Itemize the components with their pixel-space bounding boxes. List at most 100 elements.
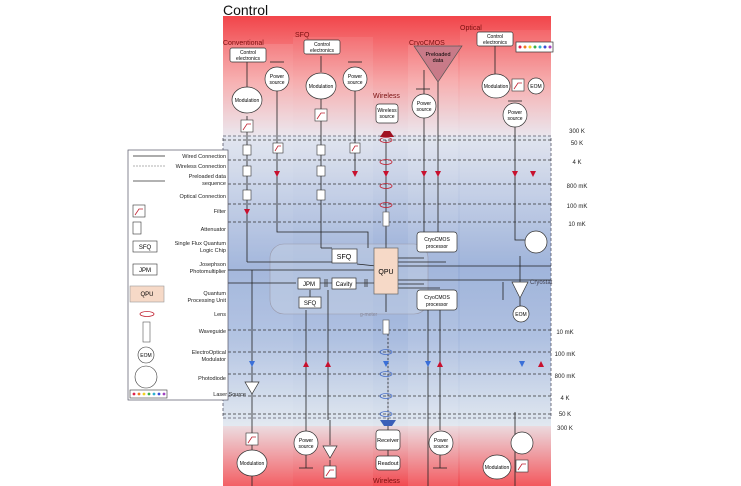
control-electronics-conventional: Control electronics <box>229 47 267 63</box>
arrow-down-icon <box>519 361 525 367</box>
temperature-label: 50 K <box>571 141 583 147</box>
attenuator-icon <box>316 189 326 201</box>
laser-dot <box>137 392 141 396</box>
label-conventional: Conventional <box>223 40 264 47</box>
modulation-bottom-optical: Modulation <box>482 454 512 480</box>
filter-icon <box>314 108 328 122</box>
lens-icon <box>379 371 393 377</box>
qpu-legend-box <box>129 285 165 303</box>
legend-label: Photomultiplier <box>190 269 227 275</box>
svg-text:Control: Control <box>314 42 330 48</box>
svg-text:electronics: electronics <box>310 48 334 54</box>
lens-icon <box>139 311 155 317</box>
svg-text:Power: Power <box>299 438 314 444</box>
filter-icon <box>240 119 254 133</box>
filter-icon <box>515 459 529 473</box>
arrow-down-icon <box>383 361 389 367</box>
temperature-label: 4 K <box>560 396 569 402</box>
svg-text:source: source <box>347 80 362 86</box>
eom-icon <box>137 346 155 364</box>
attenuator-icon <box>242 165 252 177</box>
attenuator-icon <box>242 189 252 201</box>
readout: Readout <box>375 455 401 471</box>
photodiode-triangle-sfq <box>322 445 338 459</box>
photodiode-triangle-optical <box>511 281 529 299</box>
waveguide-icon <box>142 321 151 343</box>
arrow-down-icon <box>244 209 250 215</box>
svg-text:Power: Power <box>270 74 285 80</box>
svg-text:Modulation: Modulation <box>309 84 334 90</box>
svg-text:Power: Power <box>417 101 432 107</box>
jpm: JPM <box>297 277 321 290</box>
svg-text:Modulation: Modulation <box>240 461 265 467</box>
modulation-conventional: Modulation <box>231 86 263 114</box>
laser-dot <box>528 45 532 49</box>
temperature-label: 300 K <box>557 426 573 432</box>
temperature-label: 800 mK <box>555 374 576 380</box>
modulation-bottom: Modulation <box>236 449 268 477</box>
svg-text:CryoCMOS: CryoCMOS <box>424 237 450 243</box>
sfq-chip-lower: SFQ <box>298 296 322 309</box>
temperature-label: 800 mK <box>567 184 588 190</box>
arrow-down-icon <box>435 171 441 177</box>
arrow-down-icon <box>274 171 280 177</box>
filter-icon <box>349 142 361 154</box>
legend-label: Optical Connection <box>180 194 226 200</box>
lens-icon <box>379 393 393 399</box>
label-sfq: SFQ <box>295 32 310 39</box>
svg-text:Cavity: Cavity <box>336 282 353 288</box>
arrow-up-icon <box>303 361 309 367</box>
eom-optical-top: EOM <box>527 77 545 95</box>
eom-optical-bottom: EOM <box>512 305 530 323</box>
temperature-label: 10 mK <box>556 330 573 336</box>
svg-text:processor: processor <box>426 302 448 308</box>
svg-text:Control: Control <box>487 34 503 40</box>
temperature-label: 10 mK <box>568 222 585 228</box>
photodiode-bottom-optical <box>510 431 534 455</box>
filter-icon <box>132 204 146 218</box>
jpm-legend-text: JPM <box>139 268 151 274</box>
legend-label: Attenuator <box>201 227 227 233</box>
laser-dot <box>518 45 522 49</box>
temperature-label: 300 K <box>569 129 585 135</box>
svg-text:SFQ: SFQ <box>304 301 317 307</box>
temperature-label: 50 K <box>559 412 571 418</box>
sfq-chip: SFQ <box>331 248 358 264</box>
label-optical: Optical <box>460 25 482 32</box>
legend-label: Wired Connection <box>182 154 226 160</box>
legend-label: Laser Source <box>213 392 246 398</box>
sfq-legend-text: SFQ <box>139 245 152 251</box>
photodiode-icon <box>134 365 158 389</box>
svg-text:source: source <box>416 107 431 113</box>
attenuator-icon <box>316 144 326 156</box>
arrow-up-icon <box>325 361 331 367</box>
arrow-down-icon <box>352 171 358 177</box>
filter-icon <box>511 78 525 92</box>
power-source-sfq: Power source <box>342 66 368 92</box>
lens-icon <box>379 159 393 165</box>
laser-dot <box>162 392 166 396</box>
lens-icon <box>379 202 393 208</box>
arrow-down-icon <box>249 361 255 367</box>
arrow-down-icon <box>530 171 536 177</box>
waveguide-top <box>382 211 390 227</box>
label-cryostat: Cryostat <box>530 280 553 286</box>
svg-text:Power: Power <box>348 74 363 80</box>
svg-text:source: source <box>269 80 284 86</box>
sfq-legend-box <box>132 240 158 253</box>
arrow-down-icon <box>425 361 431 367</box>
lens-icon <box>379 411 393 417</box>
legend-label: Logic Chip <box>200 248 226 254</box>
preloaded-data: Preloaded data <box>413 45 463 83</box>
filter-curve <box>134 208 143 216</box>
modulation-optical: Modulation <box>481 73 511 99</box>
cryocmos-processor-top: CryoCMOS processor <box>416 231 458 253</box>
label-cryocmos: CryoCMOS <box>409 40 445 47</box>
legend-label: Photodiode <box>198 376 226 382</box>
svg-text:Readout: Readout <box>378 461 399 467</box>
arrow-down-icon <box>512 171 518 177</box>
attenuator-icon <box>242 144 252 156</box>
laser-source <box>515 41 554 53</box>
label-wireless-bottom: Wireless <box>373 478 400 485</box>
